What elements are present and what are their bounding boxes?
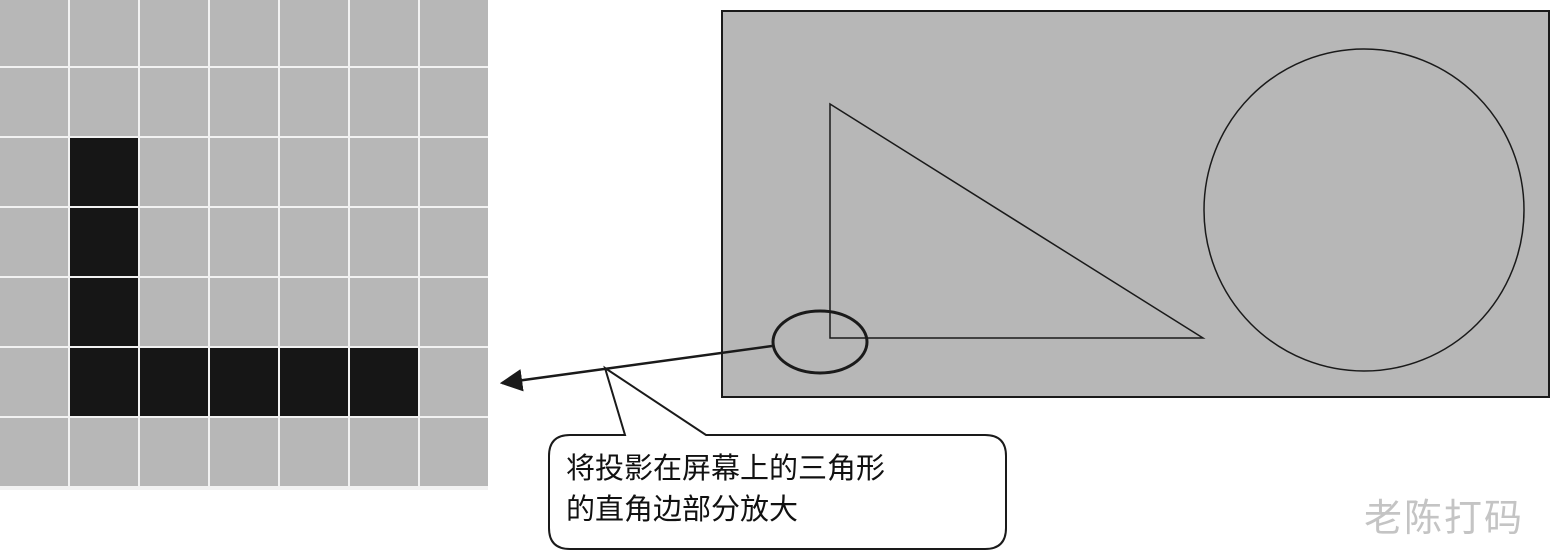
pixel-cell-filled xyxy=(70,138,138,206)
screen-panel xyxy=(721,10,1550,398)
projected-triangle xyxy=(829,102,1206,339)
projected-circle xyxy=(1203,48,1525,372)
pixel-cell-filled xyxy=(70,348,138,416)
callout-bubble xyxy=(548,365,1007,550)
pixel-cell xyxy=(210,278,278,346)
pixel-cell xyxy=(420,208,488,276)
pixel-cell xyxy=(0,68,68,136)
pixel-cell-filled xyxy=(280,348,348,416)
pixel-cell xyxy=(350,208,418,276)
pixel-cell xyxy=(70,0,138,66)
pixel-cell xyxy=(0,138,68,206)
pixel-cell xyxy=(420,348,488,416)
pixel-cell xyxy=(350,418,418,486)
callout-line-2: 的直角边部分放大 xyxy=(566,492,799,526)
callout-line-1: 将投影在屏幕上的三角形 xyxy=(566,451,886,485)
pixel-cell xyxy=(140,0,208,66)
pixel-cell xyxy=(140,418,208,486)
pixel-cell-filled xyxy=(350,348,418,416)
pixel-cell xyxy=(0,0,68,66)
pixel-cell xyxy=(140,278,208,346)
pixel-cell xyxy=(280,418,348,486)
pixel-cell xyxy=(420,278,488,346)
pixel-cell-filled xyxy=(140,348,208,416)
pixel-cell xyxy=(70,68,138,136)
pixel-cell xyxy=(210,68,278,136)
highlight-ellipse xyxy=(771,309,869,375)
pixel-cell xyxy=(0,208,68,276)
pixel-cell xyxy=(210,418,278,486)
pixel-cell-filled xyxy=(70,278,138,346)
pixel-cell xyxy=(280,0,348,66)
pixel-cell xyxy=(420,418,488,486)
pixel-cell xyxy=(350,0,418,66)
pixel-cell xyxy=(350,68,418,136)
pixel-cell xyxy=(210,0,278,66)
pixel-cell xyxy=(280,68,348,136)
pixel-cell xyxy=(420,0,488,66)
pixel-cell-filled xyxy=(210,348,278,416)
watermark: 老陈打码 xyxy=(1364,496,1525,540)
pixel-cell xyxy=(0,348,68,416)
pixel-cell xyxy=(280,208,348,276)
pixel-cell xyxy=(350,138,418,206)
pixel-cell xyxy=(420,68,488,136)
pixel-cell xyxy=(420,138,488,206)
pixel-cell xyxy=(70,418,138,486)
magnify-arrow xyxy=(499,344,773,392)
pixel-cell xyxy=(350,278,418,346)
pixel-cell xyxy=(140,138,208,206)
pixel-cell-filled xyxy=(70,208,138,276)
pixel-cell xyxy=(280,278,348,346)
pixel-cell xyxy=(0,418,68,486)
callout-label: 将投影在屏幕上的三角形 的直角边部分放大 xyxy=(566,448,996,530)
pixel-cell xyxy=(210,208,278,276)
pixel-cell xyxy=(280,138,348,206)
pixel-cell xyxy=(210,138,278,206)
pixel-grid xyxy=(0,0,488,490)
pixel-cell xyxy=(140,68,208,136)
pixel-cell xyxy=(140,208,208,276)
pixel-cell xyxy=(0,278,68,346)
